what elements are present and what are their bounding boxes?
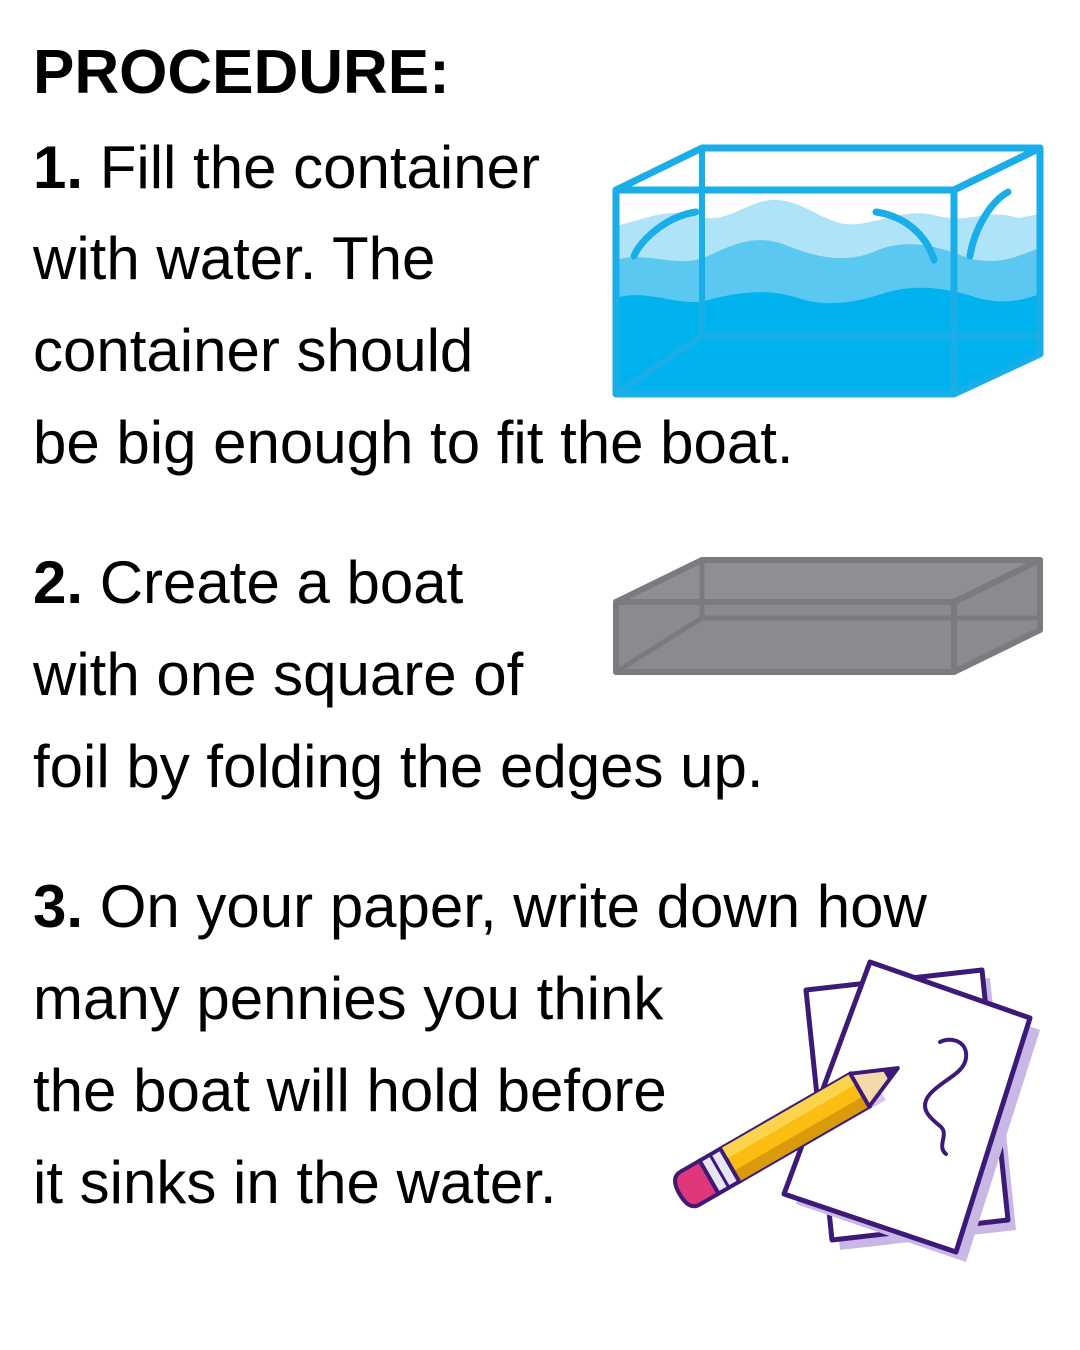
step-1-line-1: 1. Fill the container bbox=[33, 133, 540, 203]
step-1-text-1: Fill the container bbox=[99, 134, 540, 201]
step-3-line-4: it sinks in the water. bbox=[33, 1149, 557, 1216]
step-2-line-2: with one square of bbox=[33, 641, 524, 708]
page-title: PROCEDURE: bbox=[33, 38, 450, 107]
step-2-line-1: 2. Create a boat bbox=[33, 548, 463, 618]
step-1-line-3: container should bbox=[33, 317, 474, 384]
step-3-line-2: many pennies you think bbox=[33, 965, 664, 1032]
step-3-text-1: On your paper, write down how bbox=[99, 873, 927, 940]
step-3-number: 3. bbox=[33, 873, 84, 940]
step-2-line-3: foil by folding the edges up. bbox=[33, 733, 764, 800]
step-2-text-1: Create a boat bbox=[99, 549, 464, 616]
water-container-icon bbox=[612, 144, 1044, 398]
foil-boat-icon bbox=[613, 557, 1043, 675]
step-3-line-3: the boat will hold before bbox=[33, 1057, 667, 1124]
step-2-number: 2. bbox=[33, 549, 84, 616]
step-3-line-1: 3. On your paper, write down how bbox=[33, 872, 927, 942]
paper-pencil-icon bbox=[673, 959, 1040, 1262]
step-1-line-4: be big enough to fit the boat. bbox=[33, 409, 794, 476]
step-1-line-2: with water. The bbox=[33, 225, 436, 292]
step-1-number: 1. bbox=[33, 134, 84, 201]
